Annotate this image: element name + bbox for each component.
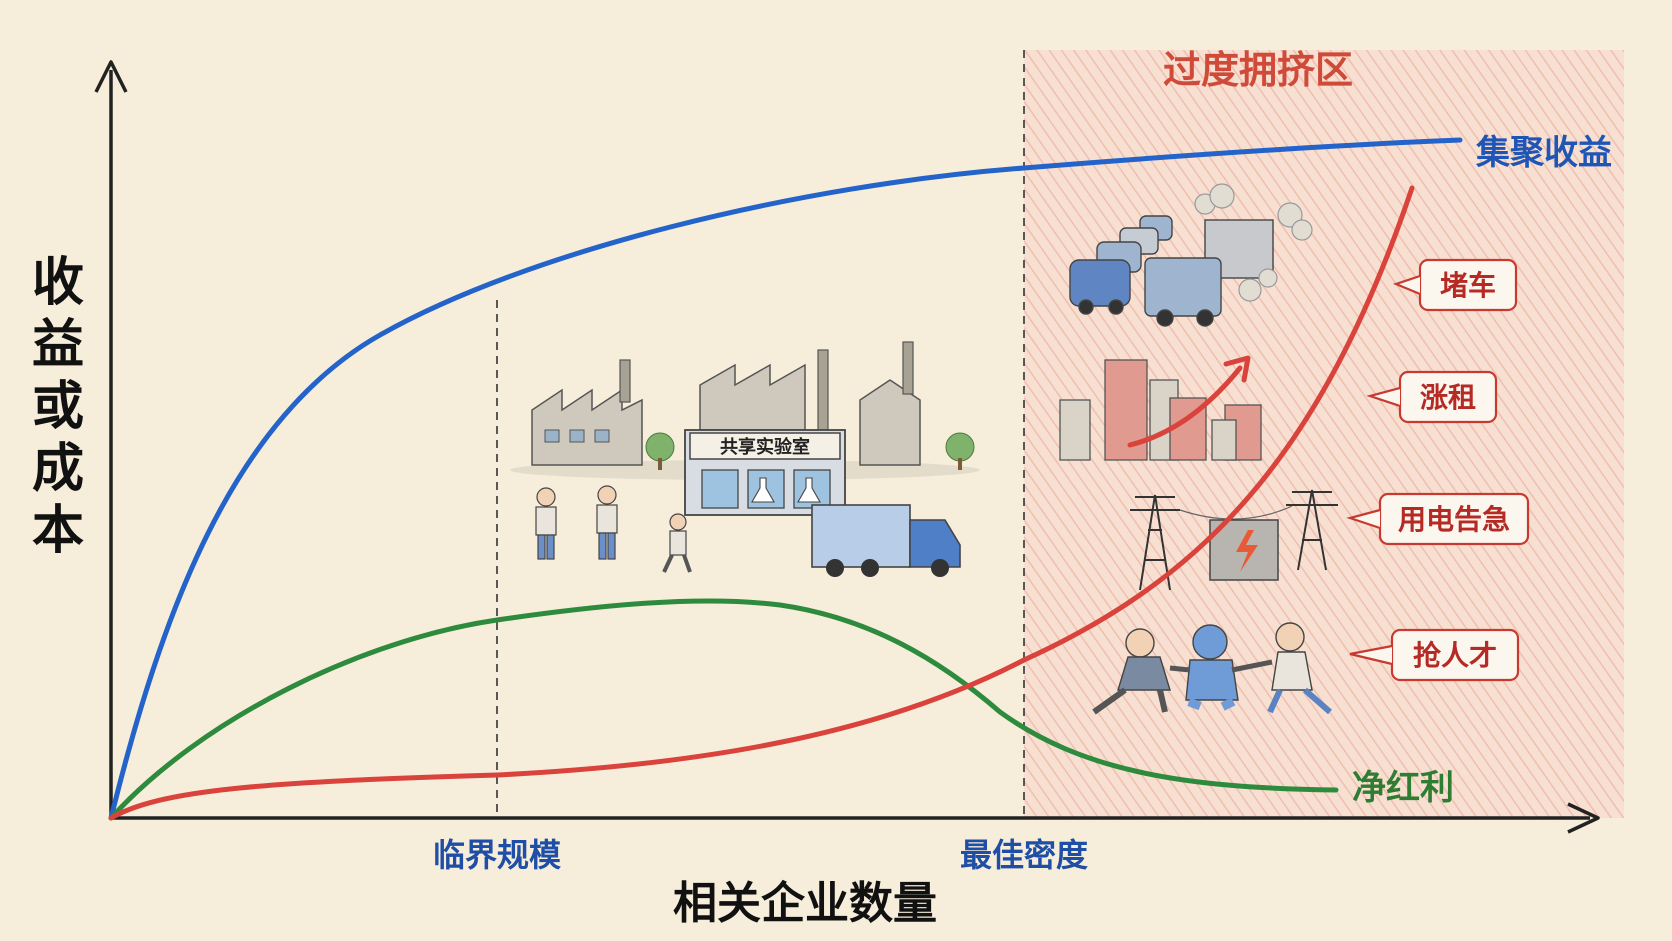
callout-label: 用电告急 [1398, 503, 1510, 536]
marker-label-critical-scale: 临界规模 [433, 836, 561, 874]
series-line-congestion-cost [108, 185, 1415, 821]
x-axis-arrow [1567, 802, 1600, 834]
traffic-jam-illustration [1069, 183, 1313, 327]
lab-sign: 共享实验室 [720, 436, 810, 458]
series-line-net-dividend [108, 598, 1339, 821]
region-label: 过度拥挤区 [1163, 47, 1353, 92]
y-axis-label-char: 益 [32, 314, 84, 375]
series-label-net-dividend: 净红利 [1352, 768, 1454, 808]
callout-talent-competition: 抢人才 [1349, 628, 1520, 682]
callout-label: 堵车 [1440, 269, 1496, 302]
y-axis-label-char: 本 [32, 500, 84, 561]
callout-traffic-jam: 堵车 [1392, 258, 1518, 312]
y-axis-label-char: 或 [32, 376, 84, 437]
x-axis-label: 相关企业数量 [673, 878, 937, 929]
callout-power-shortage: 用电告急 [1346, 492, 1530, 546]
rising-rent-illustration [1059, 355, 1262, 461]
y-axis-label-char: 收 [32, 252, 84, 313]
y-axis-arrow [94, 60, 128, 93]
callout-label: 抢人才 [1413, 639, 1497, 672]
industrial-cluster-illustration: 共享实验室 [510, 341, 980, 577]
y-axis-label-char: 成 [32, 438, 84, 499]
axes [94, 60, 1600, 834]
callout-label: 涨租 [1420, 381, 1476, 414]
series-label-agglomeration-benefit: 集聚收益 [1475, 133, 1612, 173]
series-line-agglomeration-benefit [108, 137, 1463, 821]
callout-rising-rent: 涨租 [1366, 370, 1498, 424]
talent-competition-illustration [1092, 622, 1332, 715]
marker-label-optimal-density: 最佳密度 [960, 836, 1088, 874]
